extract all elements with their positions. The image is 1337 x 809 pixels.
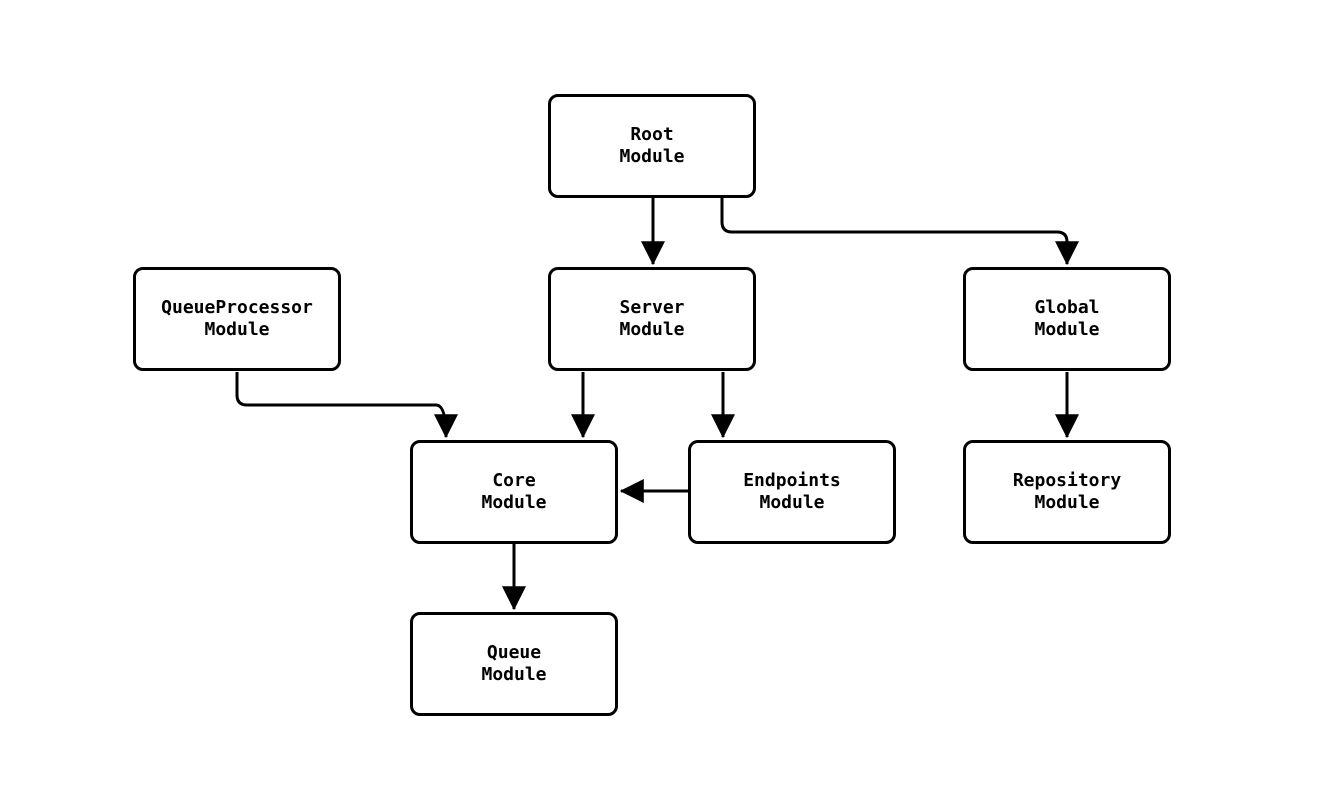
node-root-module: Root Module	[548, 94, 756, 198]
node-server-module: Server Module	[548, 267, 756, 371]
node-label-line2: Module	[619, 146, 685, 167]
node-label-line1: Root	[630, 124, 674, 145]
node-label-line1: Server	[619, 297, 685, 318]
node-label-line1: Endpoints	[743, 470, 841, 491]
node-label-line1: Repository	[1012, 470, 1122, 491]
node-label-line1: Global	[1034, 297, 1100, 318]
node-global-module: Global Module	[963, 267, 1171, 371]
node-queueprocessor-module: QueueProcessor Module	[133, 267, 341, 371]
edge-queueprocessor-to-core	[235, 372, 458, 439]
edge-root-to-global	[720, 198, 1079, 266]
node-repository-module: Repository Module	[963, 440, 1171, 544]
node-queue-module: Queue Module	[410, 612, 618, 716]
node-label-line2: Module	[481, 664, 547, 685]
node-label-line1: QueueProcessor	[161, 297, 313, 318]
node-label-line1: Queue	[486, 642, 542, 663]
node-label-line1: Core	[492, 470, 536, 491]
node-label-line2: Module	[481, 492, 547, 513]
node-label-line2: Module	[1034, 319, 1100, 340]
node-core-module: Core Module	[410, 440, 618, 544]
node-endpoints-module: Endpoints Module	[688, 440, 896, 544]
node-label-line2: Module	[759, 492, 825, 513]
node-label-line2: Module	[204, 319, 270, 340]
node-label-line2: Module	[619, 319, 685, 340]
node-label-line2: Module	[1034, 492, 1100, 513]
